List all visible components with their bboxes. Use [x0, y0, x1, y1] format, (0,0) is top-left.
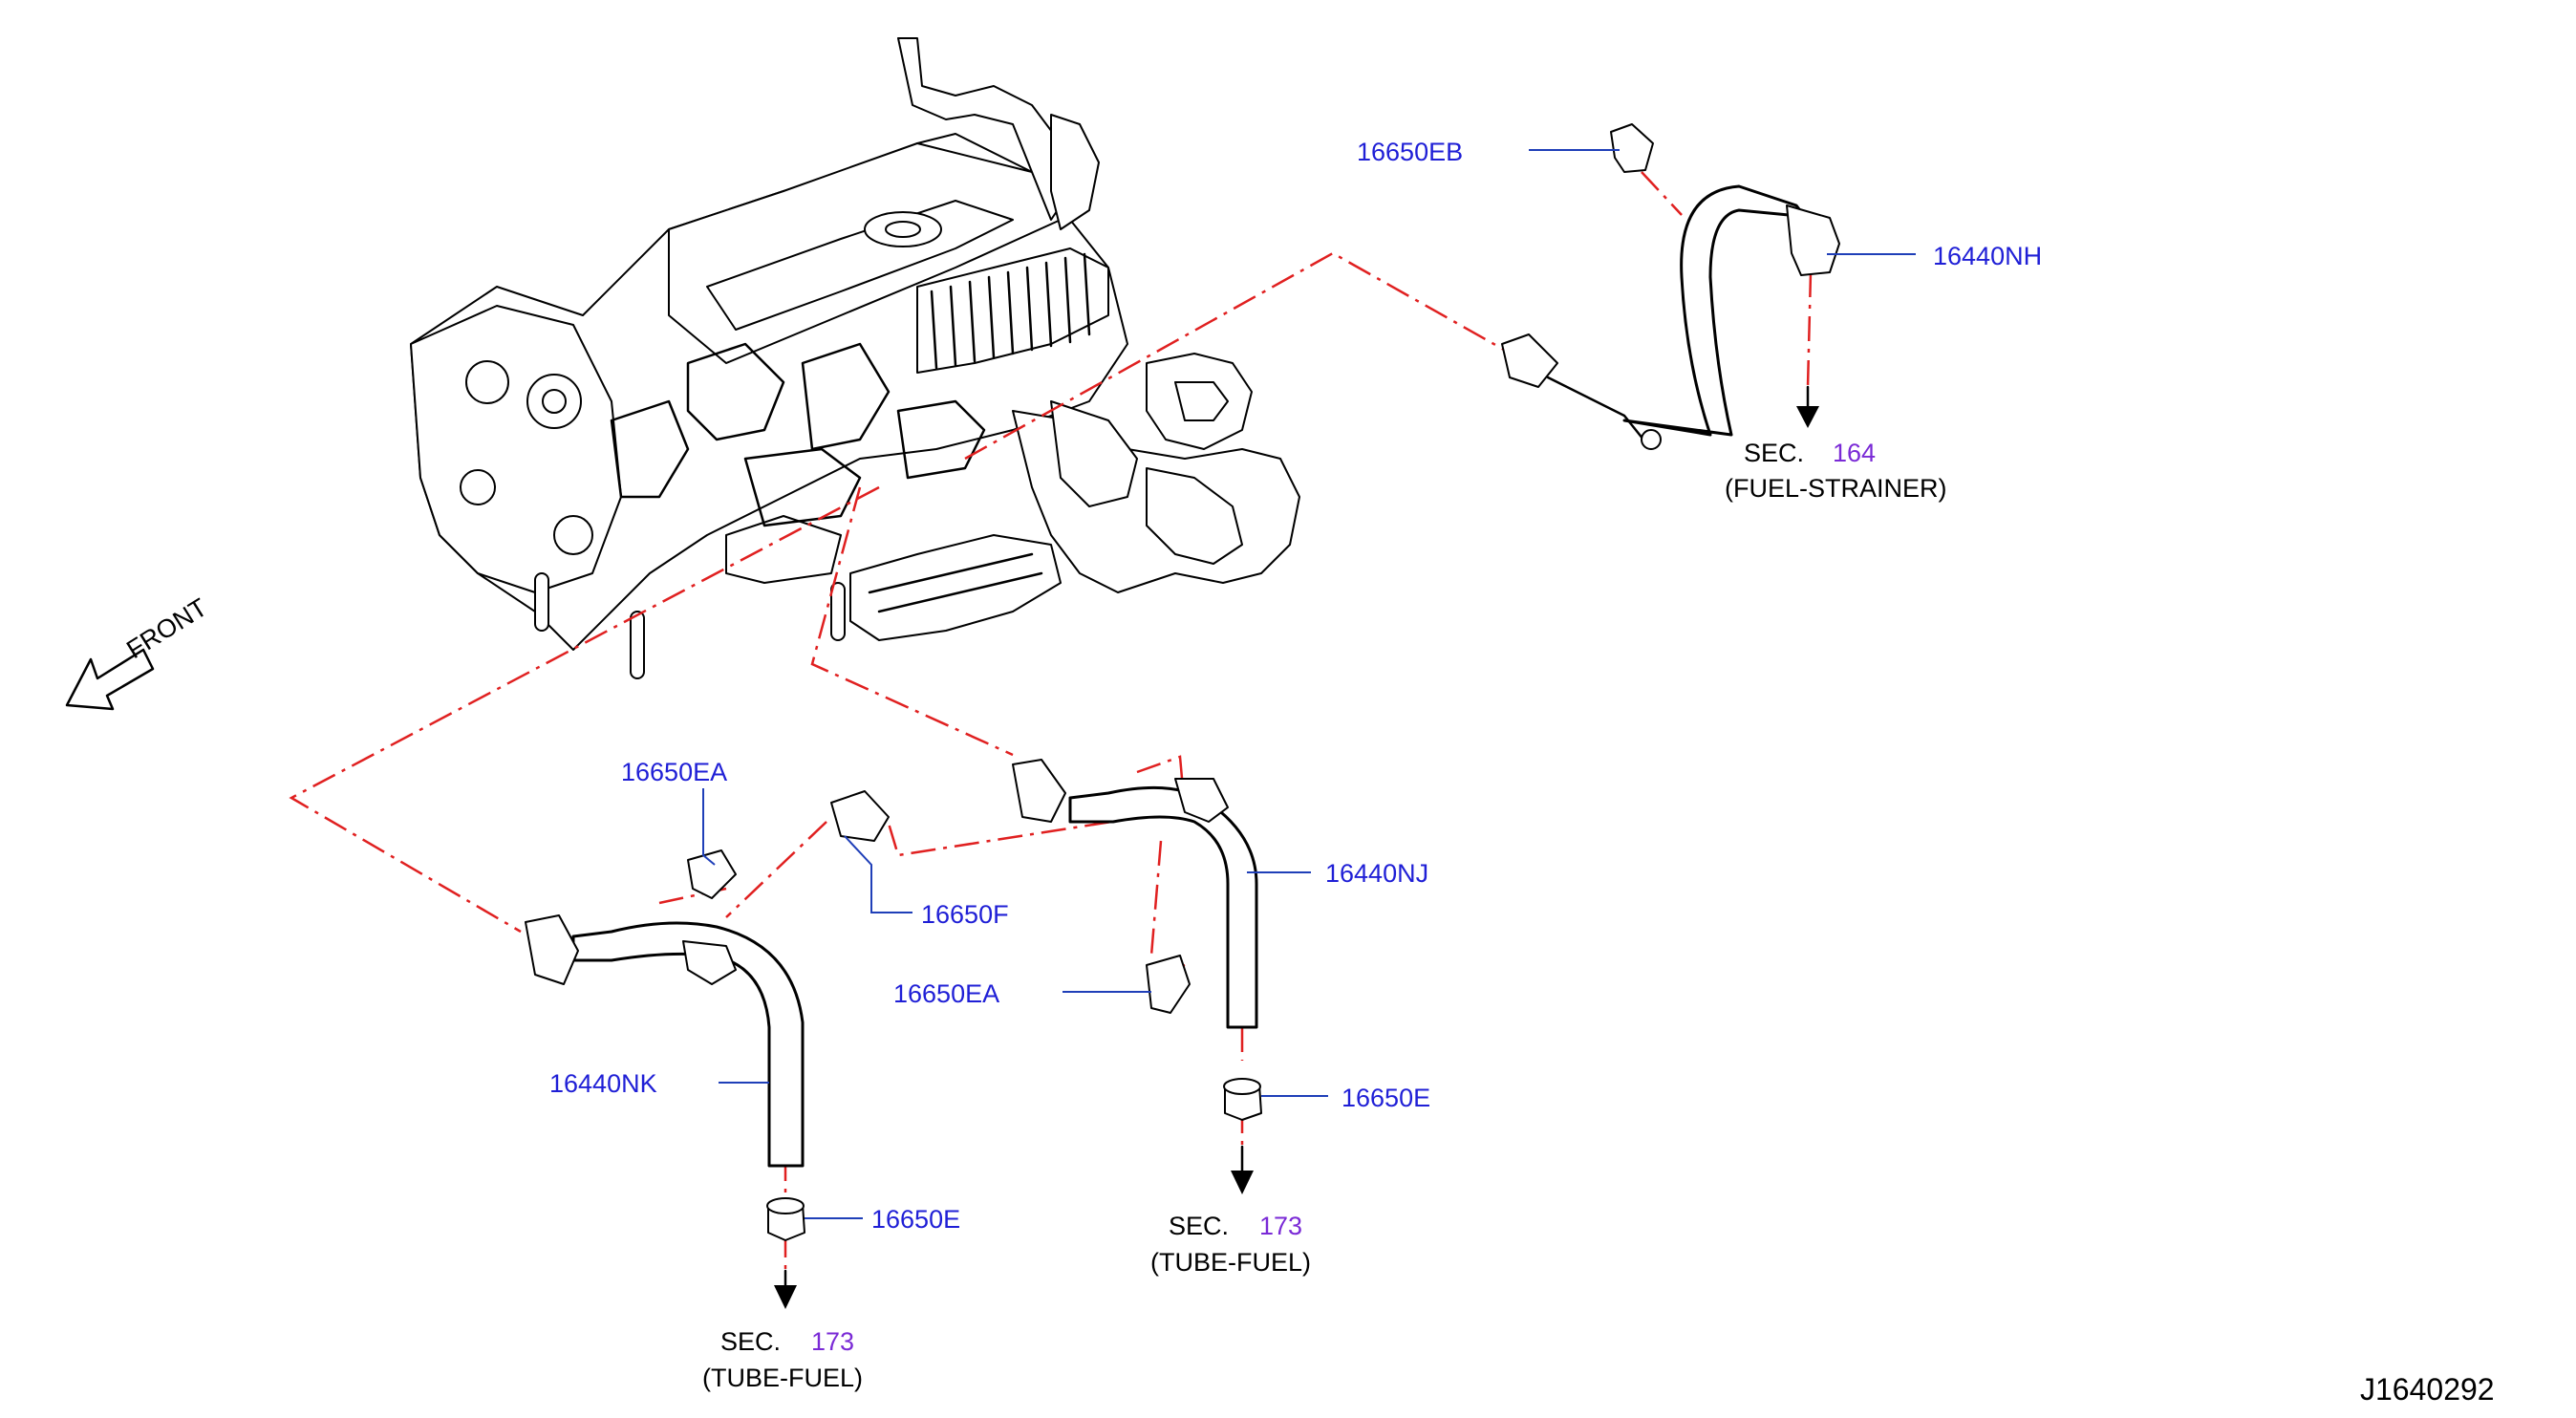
front-arrow: FRONT	[65, 592, 212, 711]
label-16650e-right: 16650E	[1342, 1084, 1430, 1112]
front-label: FRONT	[121, 592, 212, 664]
sec-fuel-right-number: 173	[1259, 1212, 1302, 1240]
label-16650eb: 16650EB	[1357, 138, 1463, 166]
section-fuel-right: SEC. 173 (TUBE-FUEL)	[1150, 1212, 1311, 1277]
sec-fuel-left-number: 173	[811, 1327, 854, 1356]
hose-16440nj	[1012, 759, 1262, 1121]
leader-lines	[702, 149, 1916, 1219]
sec-strainer-number: 164	[1833, 439, 1876, 467]
part-labels: 16650EB 16440NH 16650EA 16650F 16440NJ 1…	[549, 138, 2042, 1234]
hose-16440nh	[1501, 123, 1840, 450]
label-16650e-left: 16650E	[871, 1205, 960, 1234]
label-16650ea-top: 16650EA	[621, 758, 727, 786]
label-16440nk: 16440NK	[549, 1069, 657, 1098]
label-16440nj: 16440NJ	[1325, 859, 1428, 888]
section-strainer: SEC. 164 (FUEL-STRAINER)	[1725, 439, 1947, 503]
sec-fuel-right-desc: (TUBE-FUEL)	[1150, 1248, 1311, 1277]
hose-16440nk	[525, 790, 890, 1241]
label-16650ea-bottom: 16650EA	[893, 979, 999, 1008]
sec-fuel-left-desc: (TUBE-FUEL)	[702, 1364, 863, 1392]
sec-strainer-prefix: SEC.	[1744, 439, 1804, 467]
sec-strainer-desc: (FUEL-STRAINER)	[1725, 474, 1947, 503]
label-16650f: 16650F	[921, 900, 1009, 929]
section-fuel-left: SEC. 173 (TUBE-FUEL)	[702, 1327, 863, 1392]
diagram-code: J1640292	[2360, 1372, 2495, 1407]
engine-illustration	[410, 37, 1300, 679]
label-16440nh: 16440NH	[1933, 242, 2042, 270]
sec-fuel-right-prefix: SEC.	[1169, 1212, 1229, 1240]
section-arrows	[774, 385, 1819, 1309]
sec-fuel-left-prefix: SEC.	[720, 1327, 781, 1356]
